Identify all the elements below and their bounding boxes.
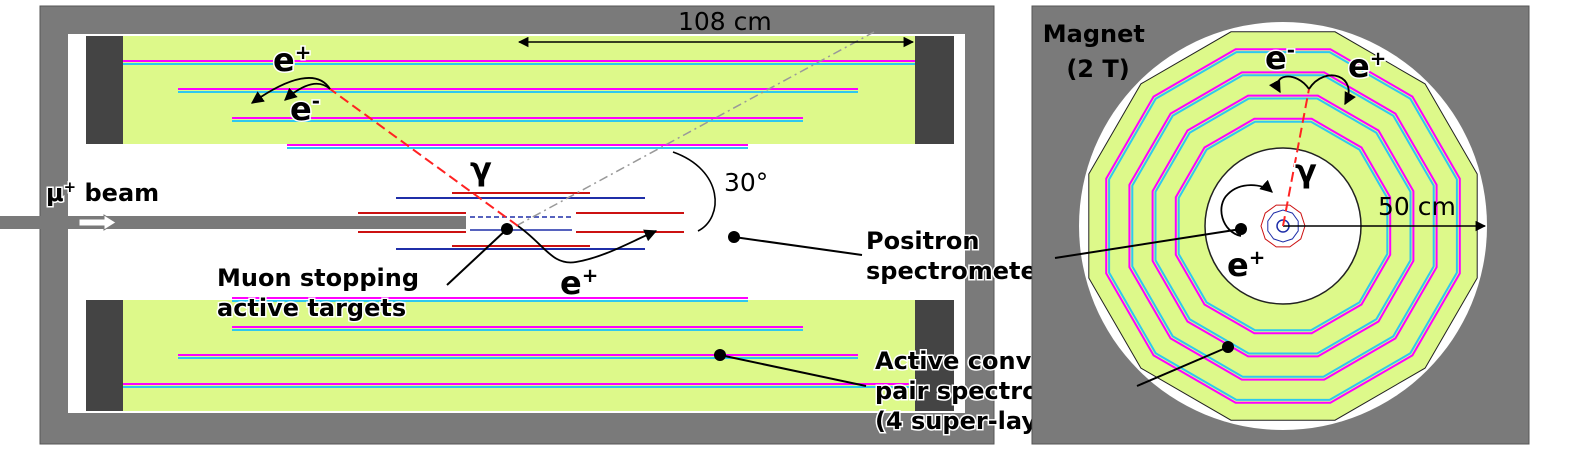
curl-track-left <box>1268 75 1310 94</box>
top-superlayer-3 <box>232 117 803 122</box>
top-superlayer-1 <box>123 60 915 65</box>
e-plus-label-center: e+ <box>560 264 598 302</box>
end-converter-pointer-line <box>1136 346 1229 387</box>
superlayer-ring-4 <box>1174 117 1392 335</box>
pair-positron-track <box>250 77 331 104</box>
top-left-endcap <box>86 36 123 144</box>
e-plus-label-end-center: e+ <box>1227 246 1265 284</box>
e-plus-label-top: e+ <box>273 41 311 79</box>
radius-label: 50 cm <box>1378 192 1456 221</box>
gamma-label-end: γ <box>1295 152 1317 190</box>
e-plus-label-end-top: e+ <box>1348 47 1386 85</box>
superlayer-ring-3 <box>1151 94 1415 358</box>
bottom-superlayer-4 <box>123 383 915 388</box>
photon-track <box>329 88 519 227</box>
end-positron-pointer-line <box>1054 228 1242 259</box>
top-superlayer-4 <box>287 144 748 149</box>
positron-pointer-line <box>733 236 863 256</box>
end-view-panel: 50 cm Magnet (2 T) γ e- e+ e+ <box>1031 5 1530 445</box>
bottom-superlayer-3 <box>178 354 858 359</box>
e-minus-label-top: e- <box>290 90 320 128</box>
targets-pointer-line <box>446 228 508 286</box>
photon-track-end <box>1282 88 1310 227</box>
thirty-degree-arc <box>672 151 716 232</box>
pair-electron-track <box>284 82 331 101</box>
e-minus-label-end: e- <box>1265 39 1295 77</box>
positron-track <box>517 225 658 264</box>
superlayer-ring-1 <box>1105 48 1461 404</box>
curl-track-right <box>1308 74 1356 106</box>
gamma-label-side: γ <box>470 150 492 188</box>
targets-label: Muon stopping active targets <box>217 264 427 322</box>
beam-pipe <box>0 216 466 229</box>
superlayer-ring-2 <box>1128 71 1438 381</box>
positron-spectrometer-label: Positron spectrometer <box>866 227 1049 285</box>
target-polygon-outer <box>1260 204 1306 248</box>
bottom-superlayer-1 <box>232 297 748 302</box>
length-dimension-label: 108 cm <box>678 7 772 36</box>
bottom-superlayer-2 <box>232 326 803 331</box>
thirty-degree-line <box>515 31 875 227</box>
bottom-left-endcap <box>86 300 123 411</box>
superlayer-rings <box>1105 48 1461 404</box>
beam-label: μ+ beam <box>46 178 159 207</box>
bottom-superlayers <box>123 297 915 388</box>
side-view-panel: 108 cm 30° μ+ beam γ e+ e- e+ Muon stopp… <box>0 5 1121 445</box>
target-polygon-inner <box>1267 209 1299 243</box>
angle-label: 30° <box>724 168 768 197</box>
bottom-right-endcap <box>915 300 954 411</box>
magnet-label: Magnet (2 T) <box>1043 20 1153 83</box>
top-right-endcap <box>915 36 954 144</box>
beam-arrow-icon <box>78 214 117 231</box>
positron-spectrometer-layers <box>358 192 684 250</box>
positron-curl-end <box>1220 179 1273 237</box>
converter-pointer-line <box>719 354 867 387</box>
